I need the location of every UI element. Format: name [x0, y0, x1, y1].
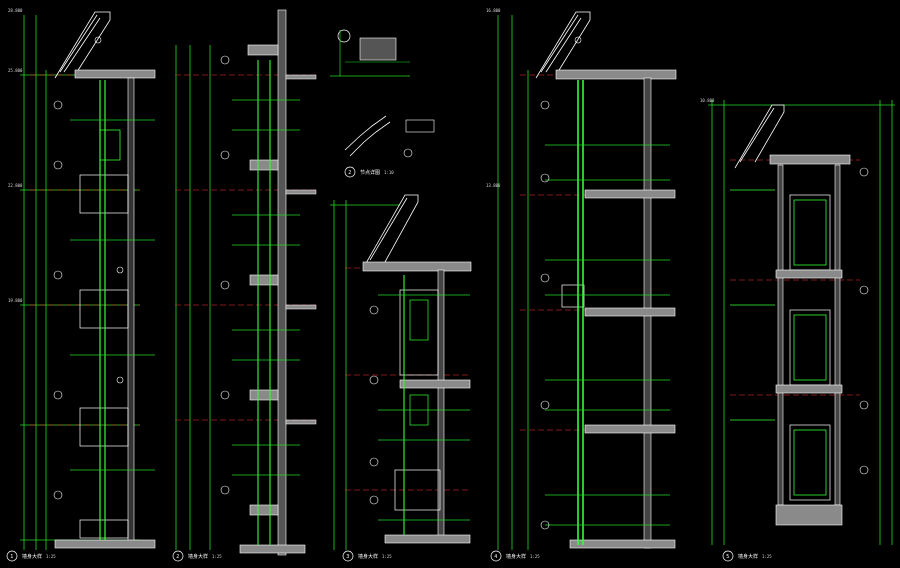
floor-lines-2 [232, 99, 300, 476]
section-number-1: 1 [10, 554, 13, 560]
level-tag: 19.800 [8, 298, 23, 303]
level-tags: 28.800 25.800 22.800 19.800 16.800 13.80… [8, 8, 715, 303]
detail-number-circle-2 [344, 166, 356, 178]
section-number-circle-1 [6, 550, 18, 562]
window-mullions-4 [577, 80, 584, 545]
section-number-4: 4 [494, 554, 497, 560]
floor-lines-1 [70, 119, 155, 471]
detail-title-2: 节点详图 [360, 169, 380, 176]
wall-body-4 [555, 69, 677, 549]
section-title-5: 墙身大样 [738, 553, 758, 560]
level-tag: 28.800 [8, 8, 23, 13]
detail-number-2: 2 [348, 170, 351, 176]
detail-2: 2 节点详图 1:10 [344, 115, 435, 178]
dimension-chain-4 [497, 15, 529, 550]
dimension-chain-5 [708, 100, 895, 545]
section-title-2: 墙身大样 [188, 553, 208, 560]
wall-section-4: 4 墙身大样 1:25 [490, 11, 677, 562]
floor-lines-4 [545, 144, 670, 526]
detail-1 [330, 29, 410, 77]
wall-body-2 [239, 9, 317, 556]
section-number-circle-4 [490, 550, 502, 562]
section-scale-3: 1:25 [382, 554, 392, 559]
wall-section-2: 2 墙身大样 1:25 [172, 9, 318, 562]
canopy-3 [364, 194, 419, 266]
floor-lines-3 [378, 294, 470, 521]
level-tag: 16.800 [486, 8, 501, 13]
callouts-2 [220, 55, 230, 495]
callouts-4 [540, 36, 582, 530]
section-number-circle-3 [342, 550, 354, 562]
section-scale-5: 1:25 [762, 554, 772, 559]
level-tag: 13.800 [486, 183, 501, 188]
level-tag: 25.800 [8, 68, 23, 73]
level-tag: 22.800 [8, 183, 23, 188]
canopy-1 [54, 11, 111, 79]
wall-section-3: 3 墙身大样 1:25 [330, 194, 472, 562]
section-number-5: 5 [726, 554, 729, 560]
section-scale-2: 1:25 [212, 554, 222, 559]
window-mullions-2 [257, 60, 271, 545]
detail-scale-2: 1:10 [384, 170, 394, 175]
section-number-circle-2 [172, 550, 184, 562]
wall-body-5 [769, 154, 851, 526]
callouts-3 [369, 305, 379, 505]
canopy-5 [734, 104, 785, 169]
callouts-5 [859, 167, 869, 475]
wall-body-3 [362, 261, 472, 544]
level-tag: 10.800 [700, 98, 715, 103]
section-number-2: 2 [176, 554, 179, 560]
callouts-1 [53, 36, 124, 500]
section-number-circle-5 [722, 550, 734, 562]
section-title-3: 墙身大样 [358, 553, 378, 560]
wall-section-5: 5 墙身大样 1:25 [708, 100, 895, 562]
section-scale-4: 1:25 [530, 554, 540, 559]
window-mullions-1 [99, 80, 106, 540]
canopy-4 [535, 11, 591, 79]
dimension-chain-2 [175, 45, 211, 550]
section-title-4: 墙身大样 [506, 553, 526, 560]
section-title-1: 墙身大样 [22, 553, 42, 560]
section-scale-1: 1:25 [46, 554, 56, 559]
window-frames-5 [730, 189, 827, 496]
section-number-3: 3 [346, 554, 349, 560]
wall-section-1: 1 墙身大样 1:25 [6, 11, 156, 562]
